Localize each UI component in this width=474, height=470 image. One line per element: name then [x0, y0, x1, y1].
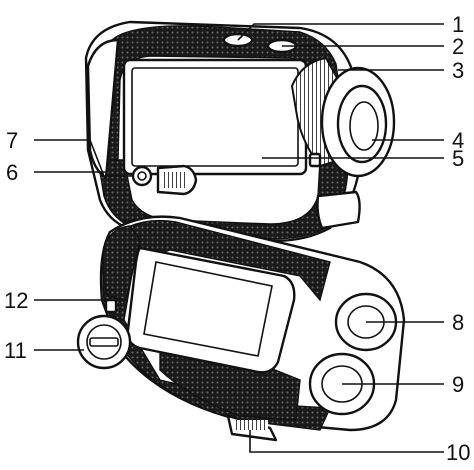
eyepiece-lens [349, 101, 379, 151]
callout-12: 12 [4, 288, 28, 313]
leader-10 [249, 430, 444, 453]
rear-focus-ring [101, 225, 141, 301]
callout-6: 6 [6, 160, 18, 185]
mode-button-outer [131, 165, 153, 187]
belt-clip [126, 246, 296, 374]
tripod-mount-ridges [236, 420, 268, 430]
callout-labels: 1 2 3 4 5 6 7 8 9 10 11 12 [4, 12, 470, 465]
battery-cap [76, 314, 132, 370]
callout-7: 7 [6, 128, 18, 153]
callout-5: 5 [452, 146, 464, 171]
battery-cap-slot [89, 337, 119, 347]
grip-plate-ridges [164, 172, 186, 188]
belt-clip-inner [143, 261, 273, 357]
callout-10: 10 [446, 440, 470, 465]
leader-7 [34, 139, 134, 177]
battery-door [316, 190, 361, 230]
callout-leaders [34, 23, 444, 453]
battery-cap-inner [86, 324, 122, 360]
mode-button-inner [137, 171, 147, 181]
side-button [104, 298, 118, 314]
callout-11: 11 [4, 338, 27, 363]
leader-1 [237, 23, 444, 41]
display-screen [122, 58, 308, 176]
callout-8: 8 [452, 310, 464, 335]
rangefinder-bottom-view [76, 215, 406, 442]
rangefinder-top-view [84, 20, 396, 242]
callout-1: 1 [452, 12, 464, 37]
top-device-left-panel [86, 38, 120, 180]
lanyard-slot [308, 152, 322, 168]
callout-2: 2 [452, 34, 464, 59]
callout-3: 3 [452, 58, 464, 83]
callout-4: 4 [452, 128, 464, 153]
callout-9: 9 [452, 372, 464, 397]
